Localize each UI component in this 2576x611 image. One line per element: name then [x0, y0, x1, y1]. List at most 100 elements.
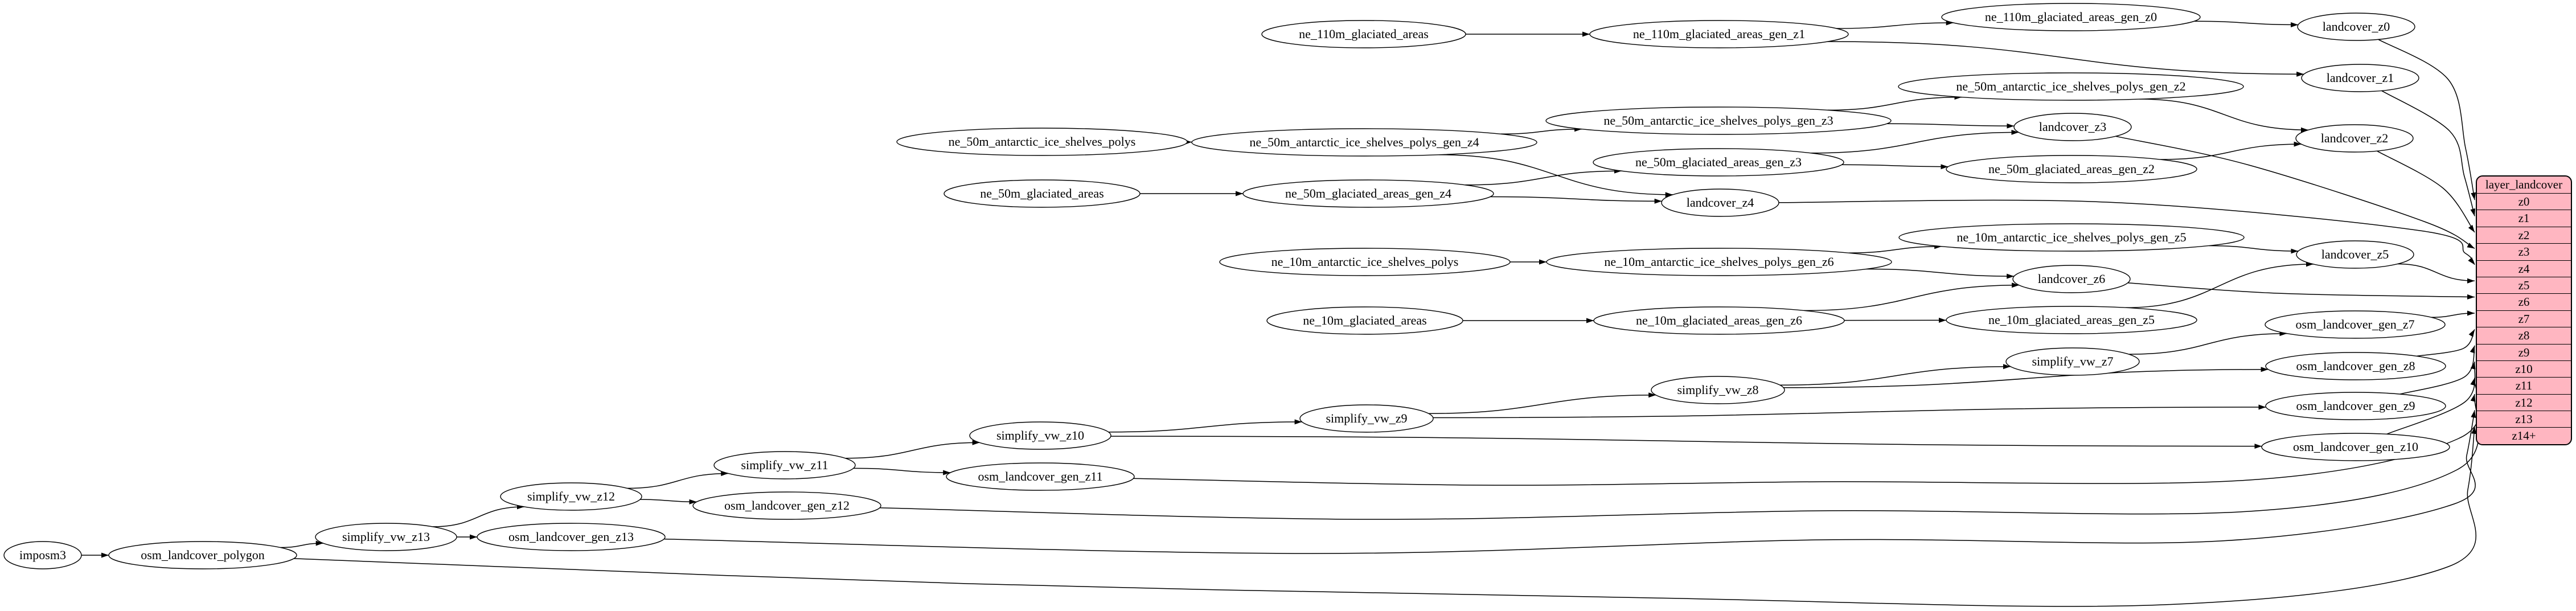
- edge-simplify_vw_z8-to-osm_landcover_gen_z8: [1783, 367, 2269, 388]
- graph-node-ne_50m_antarctic_ice_shelves_polys_gen_z2: ne_50m_antarctic_ice_shelves_polys_gen_z…: [1898, 72, 2244, 101]
- graph-node-simplify_vw_z12: simplify_vw_z12: [500, 482, 642, 511]
- edge-simplify_vw_z11-to-simplify_vw_z10: [845, 440, 980, 459]
- node-label-ne_50m_glaciated_areas: ne_50m_glaciated_areas: [980, 186, 1104, 200]
- edge-ne_110m_glaciated_areas_gen_z1-to-ne_110m_glaciated_areas_gen_z0: [1836, 20, 1954, 29]
- graph-node-osm_landcover_gen_z10: osm_landcover_gen_z10: [2261, 433, 2450, 461]
- graph-node-simplify_vw_z11: simplify_vw_z11: [713, 451, 856, 479]
- graph-node-ne_110m_glaciated_areas_gen_z0: ne_110m_glaciated_areas_gen_z0: [1941, 3, 2201, 31]
- node-shape-simplify_vw_z12: [500, 482, 642, 511]
- node-label-ne_50m_glaciated_areas_gen_z4: ne_50m_glaciated_areas_gen_z4: [1285, 186, 1451, 200]
- node-shape-ne_50m_glaciated_areas_gen_z3: [1593, 148, 1844, 177]
- graph-node-osm_landcover_gen_z9: osm_landcover_gen_z9: [2265, 392, 2446, 420]
- graph-node-ne_50m_glaciated_areas_gen_z3: ne_50m_glaciated_areas_gen_z3: [1593, 148, 1844, 177]
- node-label-landcover_z2: landcover_z2: [2321, 131, 2389, 145]
- graph-node-osm_landcover_polygon: osm_landcover_polygon: [108, 541, 297, 569]
- edge-simplify_vw_z10-to-osm_landcover_gen_z10: [1110, 436, 2262, 449]
- edge-ne_50m_glaciated_areas_gen_z2-to-landcover_z2: [2160, 141, 2302, 160]
- graph-node-imposm3: imposm3: [3, 541, 82, 569]
- layer-table-title: layer_landcover: [2485, 178, 2563, 191]
- node-label-ne_50m_glaciated_areas_gen_z3: ne_50m_glaciated_areas_gen_z3: [1635, 155, 1802, 169]
- edge-ne_10m_glaciated_areas_gen_z6-to-landcover_z6: [1804, 282, 2020, 311]
- graph-node-ne_10m_glaciated_areas_gen_z5: ne_10m_glaciated_areas_gen_z5: [1946, 306, 2197, 334]
- edges-layer: [81, 20, 2481, 607]
- edge-landcover_z4-to-layer-row-z4: [1778, 199, 2475, 265]
- node-label-ne_50m_glaciated_areas_gen_z2: ne_50m_glaciated_areas_gen_z2: [1988, 162, 2155, 176]
- node-label-landcover_z6: landcover_z6: [2038, 272, 2106, 286]
- graph-node-landcover_z2: landcover_z2: [2295, 124, 2414, 153]
- edge-ne_50m_antarctic_ice_shelves_polys_gen_z4-to-ne_50m_antarctic_ice_shelves_polys_gen_z3: [1500, 126, 1582, 135]
- edge-ne_110m_glaciated_areas_gen_z0-to-landcover_z0: [2194, 20, 2299, 27]
- node-shape-landcover_z6: [2012, 265, 2131, 293]
- graph-node-landcover_z6: landcover_z6: [2012, 265, 2131, 293]
- node-shape-landcover_z4: [1661, 188, 1779, 217]
- node-label-landcover_z3: landcover_z3: [2039, 120, 2107, 134]
- node-shape-osm_landcover_gen_z11: [946, 462, 1135, 491]
- node-shape-ne_110m_glaciated_areas_gen_z0: [1941, 3, 2201, 31]
- edge-ne_10m_glaciated_areas_gen_z5-to-landcover_z5: [2124, 261, 2314, 309]
- graph-node-ne_50m_glaciated_areas_gen_z4: ne_50m_glaciated_areas_gen_z4: [1242, 179, 1494, 208]
- graph-node-ne_10m_antarctic_ice_shelves_polys_gen_z6: ne_10m_antarctic_ice_shelves_polys_gen_z…: [1546, 248, 1892, 276]
- edge-landcover_z2-to-layer-row-z2: [2377, 150, 2475, 233]
- node-label-ne_10m_glaciated_areas: ne_10m_glaciated_areas: [1303, 313, 1426, 327]
- node-shape-landcover_z0: [2297, 13, 2415, 41]
- node-shape-simplify_vw_z9: [1299, 404, 1434, 433]
- edge-ne_50m_antarctic_ice_shelves_polys_gen_z3-to-ne_50m_antarctic_ice_shelves_polys_gen_z2: [1827, 95, 1962, 111]
- node-label-ne_50m_antarctic_ice_shelves_polys_gen_z4: ne_50m_antarctic_ice_shelves_polys_gen_z…: [1249, 135, 1479, 149]
- node-label-osm_landcover_gen_z11: osm_landcover_gen_z11: [978, 469, 1102, 483]
- graph-node-landcover_z4: landcover_z4: [1661, 188, 1779, 217]
- layer-table-row-z14+: z14+: [2477, 427, 2571, 444]
- edge-osm_landcover_gen_z10-to-layer-row-z10: [2386, 362, 2476, 435]
- node-shape-ne_10m_glaciated_areas: [1266, 306, 1463, 335]
- node-shape-ne_110m_glaciated_areas_gen_z1: [1589, 20, 1849, 48]
- node-label-ne_10m_glaciated_areas_gen_z6: ne_10m_glaciated_areas_gen_z6: [1636, 313, 1802, 327]
- edge-osm_landcover_gen_z8-to-layer-row-z8: [2417, 329, 2475, 357]
- layer-table-row-z8: z8: [2477, 327, 2571, 343]
- node-shape-landcover_z2: [2295, 124, 2414, 153]
- node-shape-ne_50m_antarctic_ice_shelves_polys_gen_z3: [1545, 106, 1892, 135]
- node-shape-ne_50m_glaciated_areas: [944, 179, 1141, 208]
- node-shape-ne_50m_glaciated_areas_gen_z2: [1946, 155, 2197, 183]
- node-label-osm_landcover_gen_z7: osm_landcover_gen_z7: [2296, 317, 2415, 331]
- edge-ne_110m_glaciated_areas_gen_z1-to-landcover_z1: [1827, 41, 2304, 77]
- edge-ne_50m_glaciated_areas_gen_z4-to-landcover_z4: [1490, 196, 1662, 204]
- graph-node-osm_landcover_gen_z11: osm_landcover_gen_z11: [946, 462, 1135, 491]
- layer-table-row-z10: z10: [2477, 360, 2571, 377]
- node-shape-ne_50m_antarctic_ice_shelves_polys_gen_z4: [1191, 128, 1537, 157]
- node-shape-ne_10m_glaciated_areas_gen_z5: [1946, 306, 2197, 334]
- edge-ne_50m_antarctic_ice_shelves_polys_gen_z4-to-landcover_z4: [1437, 154, 1673, 198]
- node-label-simplify_vw_z8: simplify_vw_z8: [1677, 383, 1759, 397]
- edge-osm_landcover_gen_z11-to-layer-row-z11: [1133, 378, 2481, 486]
- graph-node-ne_50m_glaciated_areas: ne_50m_glaciated_areas: [944, 179, 1141, 208]
- node-label-ne_50m_antarctic_ice_shelves_polys_gen_z3: ne_50m_antarctic_ice_shelves_polys_gen_z…: [1603, 113, 1833, 128]
- graph-node-simplify_vw_z9: simplify_vw_z9: [1299, 404, 1434, 433]
- edge-simplify_vw_z11-to-osm_landcover_gen_z11: [853, 468, 951, 475]
- node-shape-ne_10m_glaciated_areas_gen_z6: [1593, 306, 1845, 335]
- graph-node-ne_110m_glaciated_areas_gen_z1: ne_110m_glaciated_areas_gen_z1: [1589, 20, 1849, 48]
- node-shape-imposm3: [3, 541, 82, 569]
- graph-node-landcover_z5: landcover_z5: [2296, 240, 2414, 269]
- edge-simplify_vw_z8-to-simplify_vw_z7: [1779, 364, 2011, 386]
- layer-table-row-z3: z3: [2477, 243, 2571, 260]
- graph-node-ne_110m_glaciated_areas: ne_110m_glaciated_areas: [1261, 20, 1466, 48]
- node-shape-ne_50m_glaciated_areas_gen_z4: [1242, 179, 1494, 208]
- node-label-simplify_vw_z7: simplify_vw_z7: [2032, 354, 2114, 368]
- edge-osm_landcover_gen_z12-to-layer-row-z12: [879, 393, 2480, 520]
- graph-node-osm_landcover_gen_z12: osm_landcover_gen_z12: [692, 491, 881, 520]
- layer-table-row-z0: z0: [2477, 193, 2571, 210]
- graph-node-simplify_vw_z10: simplify_vw_z10: [969, 421, 1111, 450]
- node-shape-simplify_vw_z8: [1651, 376, 1785, 404]
- node-shape-osm_landcover_gen_z12: [692, 491, 881, 520]
- node-shape-simplify_vw_z10: [969, 421, 1111, 450]
- layer-table-row-z4: z4: [2477, 260, 2571, 277]
- graph-node-landcover_z0: landcover_z0: [2297, 13, 2415, 41]
- edge-osm_landcover_gen_z7-to-layer-row-z7: [2431, 310, 2475, 318]
- node-shape-osm_landcover_gen_z13: [477, 523, 666, 551]
- edge-osm_landcover_polygon-to-layer-row-z14+: [293, 426, 2477, 607]
- edge-osm_landcover_gen_z13-to-layer-row-z13: [664, 410, 2476, 554]
- graph-node-ne_10m_antarctic_ice_shelves_polys_gen_z5: ne_10m_antarctic_ice_shelves_polys_gen_z…: [1898, 223, 2245, 252]
- edge-simplify_vw_z12-to-osm_landcover_gen_z12: [640, 499, 697, 505]
- node-shape-osm_landcover_gen_z7: [2265, 310, 2446, 339]
